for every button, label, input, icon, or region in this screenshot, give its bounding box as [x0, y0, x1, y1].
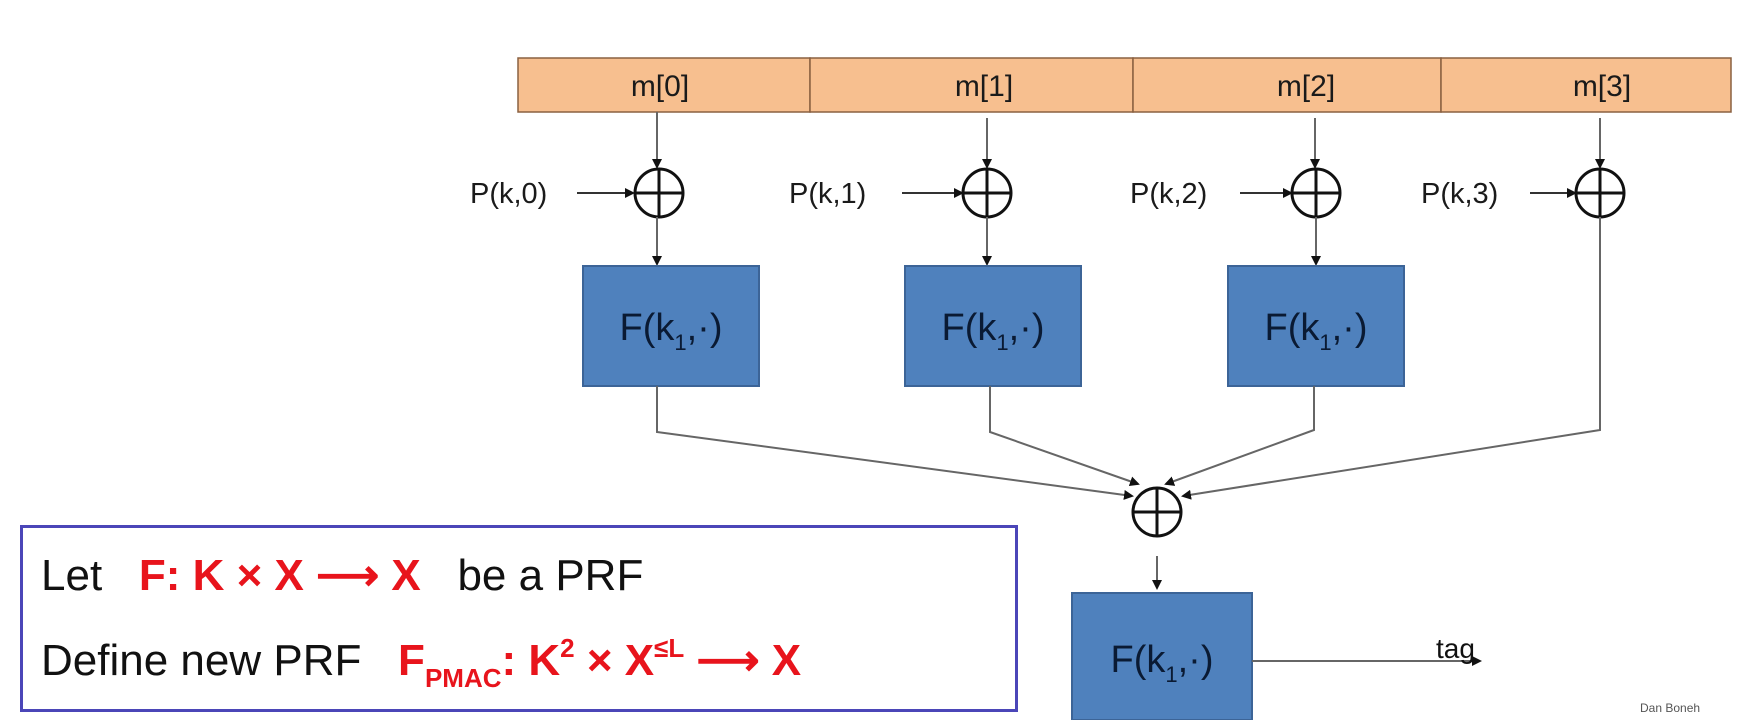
definition-line-2: Define new PRF FPMAC: K2 × X≤L ⟶ X	[41, 633, 801, 694]
svg-text:F(k1,·): F(k1,·)	[1265, 307, 1368, 355]
message-block-1	[809, 57, 1134, 113]
prf-box-1: F(k1,·)	[904, 265, 1082, 387]
xor-sum-icon	[1131, 486, 1183, 538]
arrow-f2-to-sum	[1164, 386, 1315, 486]
message-label-3: m[3]	[1573, 70, 1631, 103]
arrow-f0-to-sum	[656, 386, 1134, 500]
prf-box-2: F(k1,·)	[1227, 265, 1405, 387]
credit-text: Dan Boneh	[1640, 701, 1700, 715]
message-label-2: m[2]	[1277, 70, 1335, 103]
xor-icon	[1574, 167, 1626, 219]
xor-icon	[1290, 167, 1342, 219]
definition-box: Let F: K × X ⟶ X be a PRF Define new PRF…	[20, 525, 1018, 712]
mask-label-0: P(k,0)	[470, 178, 547, 210]
definition-line-1: Let F: K × X ⟶ X be a PRF	[41, 550, 643, 601]
mask-label-1: P(k,1)	[789, 178, 866, 210]
prf-box-0: F(k1,·)	[582, 265, 760, 387]
arrow-f1-to-sum	[989, 386, 1140, 487]
def-be-a-prf: be a PRF	[457, 551, 644, 600]
message-bar: m[0] m[1] m[2] m[3]	[517, 57, 1732, 113]
xor-icon	[961, 167, 1013, 219]
svg-text:F(k1,·): F(k1,·)	[1111, 639, 1214, 687]
def-define: Define new PRF	[41, 636, 362, 685]
message-block-2	[1132, 57, 1442, 113]
final-prf-box: F(k1,·)	[1071, 592, 1253, 720]
mask-label-2: P(k,2)	[1130, 178, 1207, 210]
svg-text:F(k1,·): F(k1,·)	[942, 307, 1045, 355]
def-prf-signature: F: K × X ⟶ X	[138, 551, 421, 600]
def-pmac-signature: FPMAC: K2 × X≤L ⟶ X	[398, 633, 802, 693]
message-block-3	[1440, 57, 1732, 113]
xor-icon	[633, 167, 685, 219]
mask-label-3: P(k,3)	[1421, 178, 1498, 210]
svg-text:F(k1,·): F(k1,·)	[620, 307, 723, 355]
message-label-0: m[0]	[631, 70, 689, 103]
message-label-1: m[1]	[955, 70, 1013, 103]
arrow-xor3-to-sum	[1181, 217, 1601, 500]
tag-label: tag	[1436, 633, 1475, 664]
def-let: Let	[41, 551, 103, 600]
message-block-0	[517, 57, 811, 113]
